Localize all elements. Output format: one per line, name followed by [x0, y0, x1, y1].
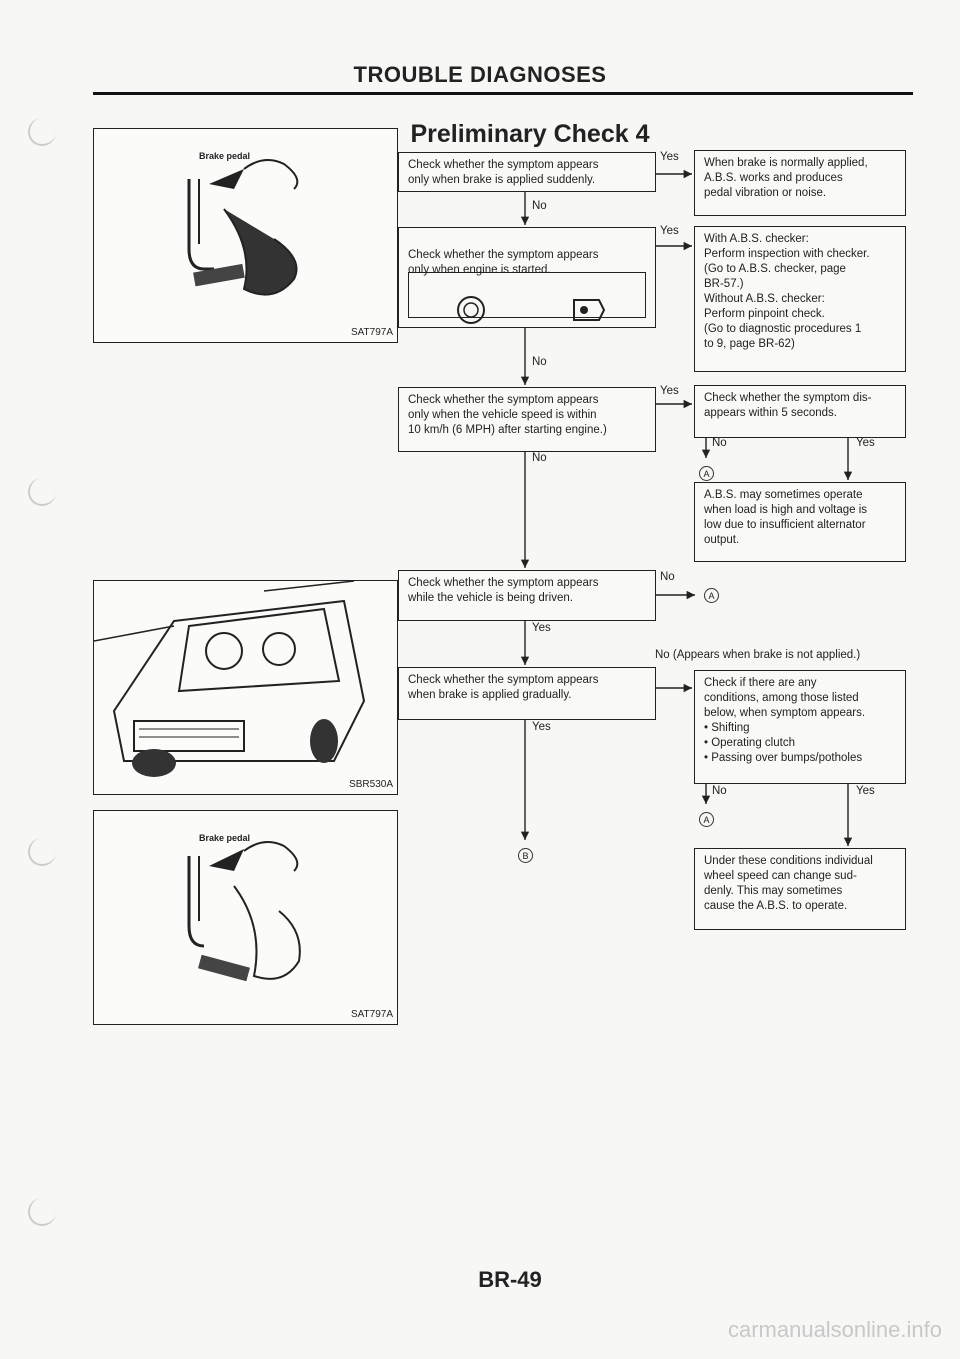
check-box-driving: Check whether the symptom appears while …: [398, 570, 656, 621]
no-label: No: [660, 571, 675, 583]
connector-a: A: [699, 466, 714, 481]
check-box-sudden-brake: Check whether the symptom appears only w…: [398, 152, 656, 192]
binder-hole: [28, 478, 56, 506]
check-box-low-speed: Check whether the symptom appears only w…: [398, 387, 656, 452]
check-box-gradual-brake: Check whether the symptom appears when b…: [398, 667, 656, 720]
brake-pedal-illustration: [187, 159, 299, 296]
result-box-disappears-5s: Check whether the symptom dis- appears w…: [694, 385, 906, 438]
binder-hole: [28, 838, 56, 866]
figure-caption: Brake pedal: [199, 833, 251, 843]
yes-label: Yes: [856, 437, 875, 449]
result-box-conditions: Check if there are any conditions, among…: [694, 670, 906, 784]
yes-label: Yes: [660, 385, 679, 397]
result-box-abs-checker: With A.B.S. checker: Perform inspection …: [694, 226, 906, 372]
engine-start-illustration: [408, 272, 646, 324]
watermark: carmanualsonline.info: [727, 1317, 942, 1342]
yes-label: Yes: [532, 721, 551, 733]
result-box-wheel-speed: Under these conditions individual wheel …: [694, 848, 906, 930]
yes-label: Yes: [660, 151, 679, 163]
ignition-key-icon: [457, 296, 606, 324]
no-label: No: [532, 200, 547, 212]
connector-a: A: [704, 588, 719, 603]
yes-label: Yes: [660, 225, 679, 237]
section-title: Preliminary Check 4: [410, 120, 650, 148]
check-box-engine-start: Check whether the symptom appears only w…: [398, 227, 656, 328]
figure-brake-pedal-1: Brake pedal SAT797A: [93, 128, 398, 343]
no-not-applied-label: No (Appears when brake is not applied.): [655, 649, 861, 661]
no-label: No: [712, 437, 727, 449]
figure-code: SAT797A: [350, 1009, 393, 1020]
result-box-alternator: A.B.S. may sometimes operate when load i…: [694, 482, 906, 562]
figure-caption: Brake pedal: [199, 151, 251, 161]
binder-hole: [28, 1198, 56, 1226]
page-number: BR-49: [478, 1267, 542, 1292]
binder-hole: [28, 118, 56, 146]
connector-a: A: [699, 812, 714, 827]
yes-label: Yes: [856, 785, 875, 797]
figure-code: SBR530A: [349, 779, 393, 790]
no-label: No: [712, 785, 727, 797]
figure-code: SAT797A: [350, 327, 393, 338]
figure-driving-car: SBR530A: [93, 580, 398, 795]
check-text: Check whether the symptom appears only w…: [408, 249, 599, 276]
car-driver-illustration: [94, 581, 366, 777]
figure-brake-pedal-2: Brake pedal SAT797A: [93, 810, 398, 1025]
page-header-title: TROUBLE DIAGNOSES: [353, 62, 607, 87]
brake-pedal-illustration: [187, 841, 301, 982]
connector-b: B: [518, 848, 533, 863]
yes-label: Yes: [532, 622, 551, 634]
header-rule: [93, 92, 913, 95]
no-label: No: [532, 452, 547, 464]
result-box-normal-abs: When brake is normally applied, A.B.S. w…: [694, 150, 906, 216]
no-label: No: [532, 356, 547, 368]
